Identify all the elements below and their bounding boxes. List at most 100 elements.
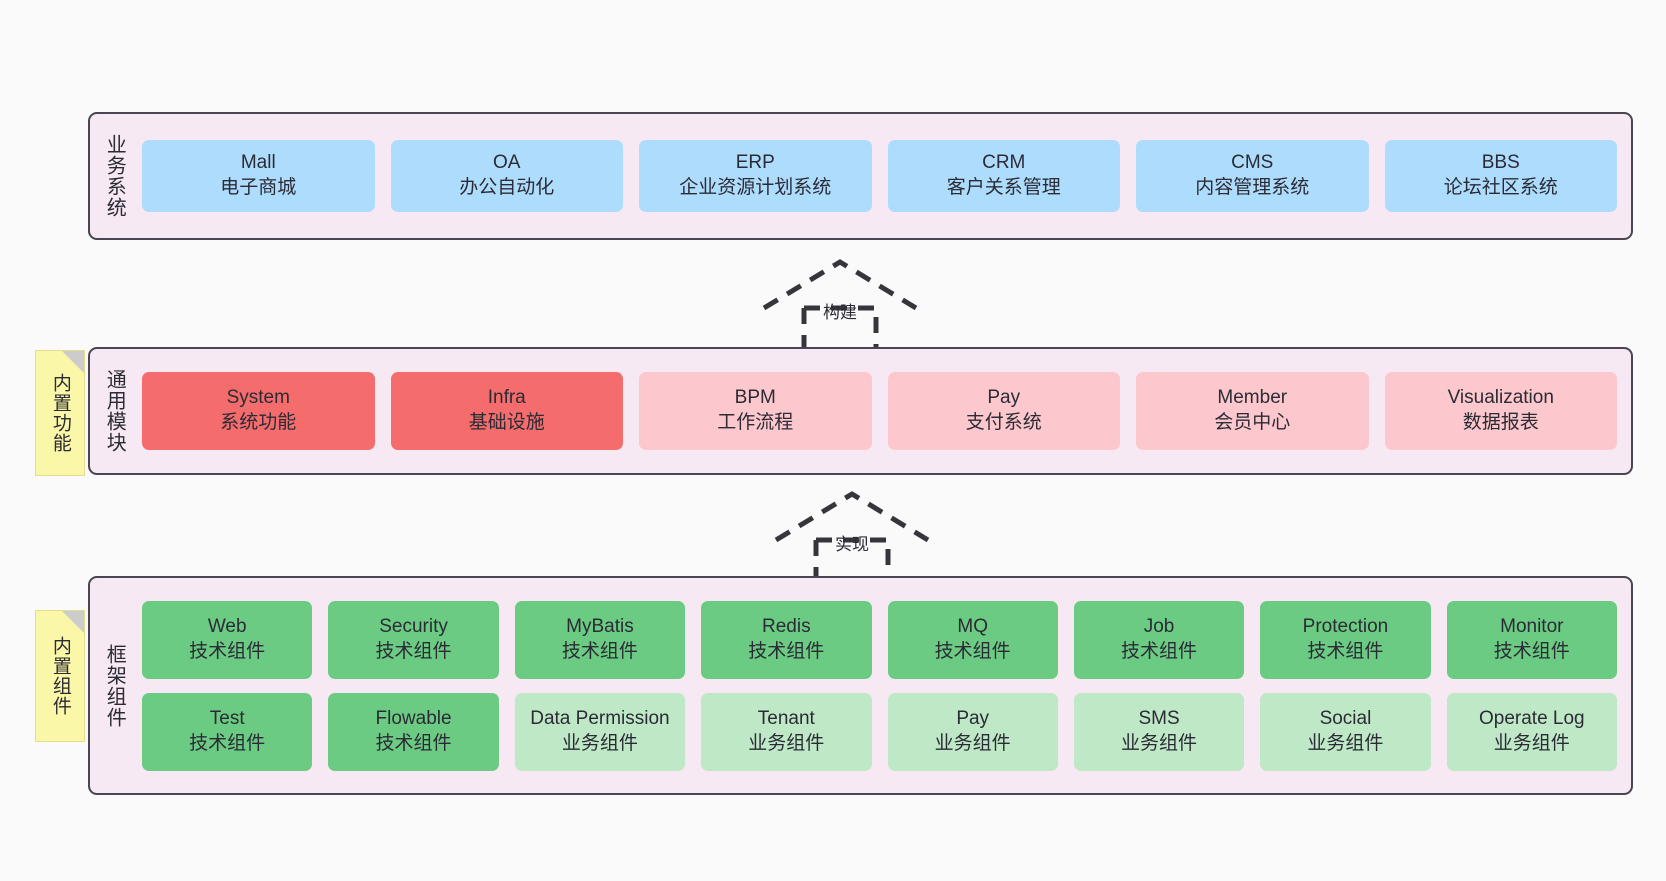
layer-title-framework-component: 框架组件: [103, 643, 126, 728]
module-card-title: Infra: [487, 387, 526, 409]
component-card-job[interactable]: Job 技术组件: [1073, 600, 1245, 679]
layer-title-business-system: 业务系统: [103, 134, 126, 218]
module-card-title: BBS: [1481, 152, 1520, 174]
component-card-protection[interactable]: Protection 技术组件: [1260, 600, 1431, 679]
layer-body-common-module: System 系统功能 Infra 基础设施 BPM 工作流程 Pay 支付系统…: [138, 349, 1631, 473]
module-card-oa[interactable]: OA 办公自动化: [390, 140, 623, 212]
module-card-title: Mall: [240, 152, 276, 174]
component-card-subtitle: 技术组件: [189, 640, 266, 662]
module-card-title: OA: [493, 152, 521, 174]
module-card-subtitle: 论坛社区系统: [1443, 177, 1558, 198]
component-card-subtitle: 业务组件: [561, 732, 638, 754]
module-card-subtitle: 系统功能: [220, 412, 297, 433]
module-card-title: System: [226, 387, 290, 409]
module-card-subtitle: 办公自动化: [459, 177, 555, 198]
sticky-note-builtin-component: 内置组件: [35, 610, 85, 742]
component-card-subtitle: 技术组件: [375, 732, 452, 754]
component-card-subtitle: 业务组件: [934, 732, 1011, 754]
component-card-title: Flowable: [375, 707, 452, 729]
component-card-sms[interactable]: SMS 业务组件: [1073, 692, 1245, 771]
component-card-data-permission[interactable]: Data Permission 业务组件: [514, 692, 686, 771]
component-card-subtitle: 技术组件: [1121, 640, 1198, 662]
module-card-subtitle: 会员中心: [1214, 412, 1291, 433]
module-card-member[interactable]: Member 会员中心: [1136, 372, 1369, 450]
component-card-subtitle: 业务组件: [1121, 732, 1198, 754]
component-card-title: Social: [1319, 707, 1372, 729]
component-card-subtitle: 技术组件: [375, 640, 452, 662]
layer-framework-component: 框架组件 Web 技术组件 Security 技术组件 MyBatis 技术组件…: [88, 576, 1633, 795]
component-card-redis[interactable]: Redis 技术组件: [701, 600, 872, 679]
module-card-subtitle: 企业资源计划系统: [679, 177, 832, 198]
component-card-monitor[interactable]: Monitor 技术组件: [1446, 600, 1617, 679]
sticky-note-builtin-function: 内置功能: [35, 350, 85, 476]
component-card-title: Data Permission: [530, 707, 670, 729]
component-card-tenant[interactable]: Tenant 业务组件: [701, 692, 872, 771]
component-card-web[interactable]: Web 技术组件: [142, 600, 313, 679]
component-card-operate-log[interactable]: Operate Log 业务组件: [1446, 692, 1617, 771]
component-card-title: Security: [379, 615, 448, 637]
layer-business-system: 业务系统 Mall 电子商城 OA 办公自动化 ERP 企业资源计划系统 CRM…: [88, 112, 1633, 240]
component-card-security[interactable]: Security 技术组件: [328, 600, 499, 679]
module-card-title: Visualization: [1447, 387, 1554, 409]
module-card-system[interactable]: System 系统功能: [142, 372, 375, 450]
module-card-bbs[interactable]: BBS 论坛社区系统: [1384, 140, 1617, 212]
component-card-subtitle: 技术组件: [934, 640, 1011, 662]
component-card-subtitle: 业务组件: [1307, 732, 1384, 754]
component-card-title: Monitor: [1500, 615, 1564, 637]
sticky-note-label: 内置功能: [49, 373, 71, 453]
layer-common-module: 通用模块 System 系统功能 Infra 基础设施 BPM 工作流程 Pay…: [88, 347, 1633, 475]
connector-implement: 实现: [772, 490, 932, 585]
module-card-subtitle: 支付系统: [965, 412, 1042, 433]
component-card-subtitle: 技术组件: [1307, 640, 1384, 662]
component-card-subtitle: 业务组件: [748, 732, 825, 754]
module-card-title: CMS: [1231, 152, 1274, 174]
module-card-title: Pay: [987, 387, 1021, 409]
component-card-subtitle: 技术组件: [561, 640, 638, 662]
module-card-title: CRM: [982, 152, 1026, 174]
connector-label-build: 构建: [823, 303, 857, 322]
component-card-title: Test: [209, 707, 245, 729]
layer-row: System 系统功能 Infra 基础设施 BPM 工作流程 Pay 支付系统…: [142, 372, 1617, 450]
module-card-subtitle: 数据报表: [1462, 412, 1539, 433]
module-card-subtitle: 内容管理系统: [1195, 177, 1310, 198]
component-card-title: Protection: [1302, 615, 1389, 637]
component-card-social[interactable]: Social 业务组件: [1260, 692, 1431, 771]
component-card-subtitle: 技术组件: [1493, 640, 1570, 662]
component-card-title: MQ: [957, 615, 988, 637]
module-card-visualization[interactable]: Visualization 数据报表: [1384, 372, 1617, 450]
module-card-title: Member: [1217, 387, 1288, 409]
component-card-title: Operate Log: [1478, 707, 1585, 729]
component-card-mq[interactable]: MQ 技术组件: [887, 600, 1058, 679]
component-card-title: Pay: [956, 707, 990, 729]
layer-title-common-module: 通用模块: [103, 369, 126, 453]
component-card-title: Redis: [762, 615, 811, 637]
component-card-pay[interactable]: Pay 业务组件: [887, 692, 1058, 771]
module-card-pay[interactable]: Pay 支付系统: [887, 372, 1120, 450]
module-card-title: BPM: [734, 387, 776, 409]
module-card-erp[interactable]: ERP 企业资源计划系统: [639, 140, 872, 212]
component-card-subtitle: 技术组件: [189, 732, 266, 754]
module-card-subtitle: 客户关系管理: [946, 177, 1061, 198]
module-card-mall[interactable]: Mall 电子商城: [142, 140, 375, 212]
component-card-title: Tenant: [757, 707, 815, 729]
component-card-title: Web: [207, 615, 247, 637]
component-card-flowable[interactable]: Flowable 技术组件: [328, 692, 499, 771]
connector-label-implement: 实现: [835, 535, 869, 554]
module-card-bpm[interactable]: BPM 工作流程: [639, 372, 872, 450]
component-card-mybatis[interactable]: MyBatis 技术组件: [514, 600, 686, 679]
module-card-title: ERP: [735, 152, 775, 174]
module-card-infra[interactable]: Infra 基础设施: [390, 372, 623, 450]
module-card-crm[interactable]: CRM 客户关系管理: [887, 140, 1120, 212]
layer-row: Web 技术组件 Security 技术组件 MyBatis 技术组件 Redi…: [142, 600, 1617, 679]
layer-body-framework-component: Web 技术组件 Security 技术组件 MyBatis 技术组件 Redi…: [138, 578, 1631, 793]
component-card-title: MyBatis: [566, 615, 634, 637]
component-card-title: SMS: [1138, 707, 1180, 729]
layer-row: Mall 电子商城 OA 办公自动化 ERP 企业资源计划系统 CRM 客户关系…: [142, 140, 1617, 212]
layer-body-business-system: Mall 电子商城 OA 办公自动化 ERP 企业资源计划系统 CRM 客户关系…: [138, 114, 1631, 238]
component-card-subtitle: 技术组件: [748, 640, 825, 662]
module-card-cms[interactable]: CMS 内容管理系统: [1136, 140, 1369, 212]
component-card-test[interactable]: Test 技术组件: [142, 692, 313, 771]
module-card-subtitle: 基础设施: [468, 412, 545, 433]
module-card-subtitle: 电子商城: [220, 177, 297, 198]
